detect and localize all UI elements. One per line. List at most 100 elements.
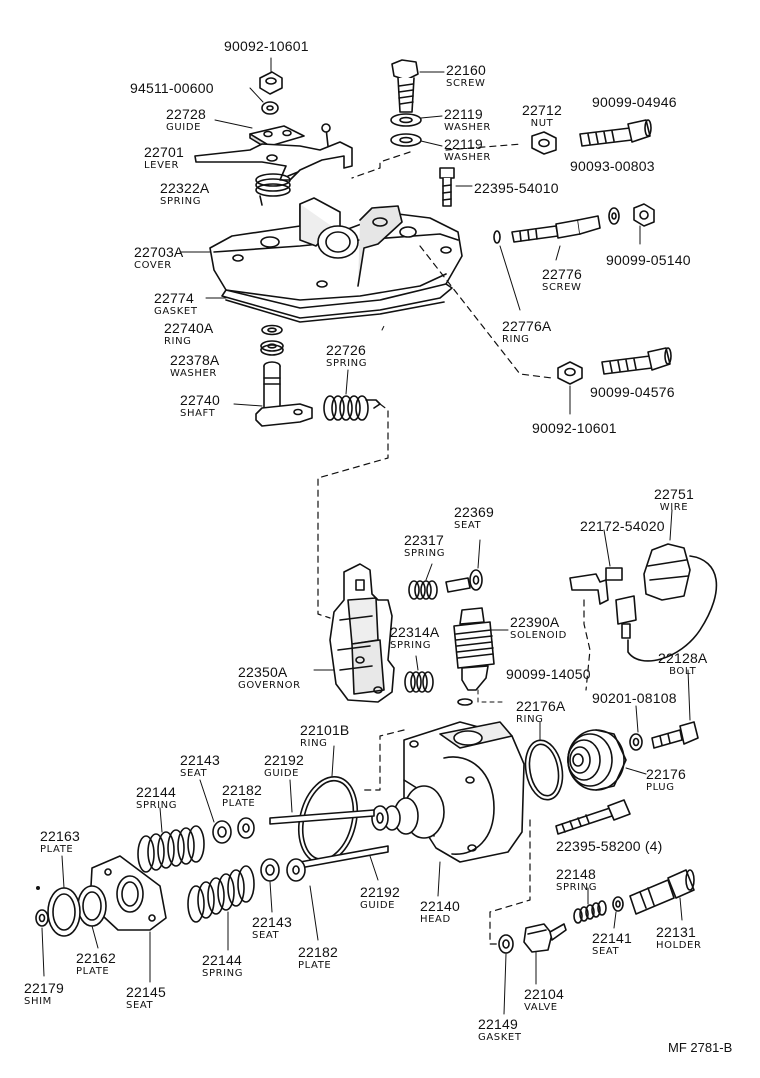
bracket-22172-drawing — [569, 529, 623, 605]
plug-22176-drawing — [567, 729, 647, 791]
callout-90092-10601-bottom: 90092-10601 — [532, 420, 617, 436]
cover-22703A-drawing — [179, 197, 463, 311]
part-name: SPRING — [326, 358, 368, 369]
part-name: COVER — [134, 260, 172, 271]
part-number: 22350A — [238, 664, 288, 680]
bolt-22128A-drawing — [651, 669, 699, 749]
part-number: 22119 — [444, 106, 483, 122]
washer-90201-drawing — [629, 705, 643, 751]
screw-90099-04576-drawing — [601, 347, 672, 375]
callout-90093-00803: 90093-00803 — [570, 158, 655, 174]
part-number: 90099-14050 — [506, 666, 591, 682]
part-name: WASHER — [170, 368, 217, 379]
part-number: 22395-58200 (4) — [556, 838, 663, 854]
part-name: VALVE — [524, 1002, 558, 1013]
callout-22378A: 22378A WASHER — [170, 352, 219, 379]
part-number: 22131 — [656, 924, 696, 940]
callout-90099-04576: 90099-04576 — [590, 384, 675, 400]
callout-94511-00600: 94511-00600 — [130, 80, 214, 96]
spring-22144a-drawing — [137, 807, 205, 873]
callout-22182-b: 22182 PLATE — [298, 944, 338, 971]
screw-22776-drawing — [493, 215, 601, 311]
part-number: 22740A — [164, 320, 214, 336]
part-name: PLATE — [222, 798, 256, 809]
part-name: WIRE — [659, 502, 689, 513]
callout-22740: 22740 SHAFT — [180, 392, 220, 419]
callout-22395-58200: 22395-58200 (4) — [556, 838, 663, 854]
callout-22144-a: 22144 SPRING — [136, 784, 177, 811]
callout-22143-b: 22143 SEAT — [252, 914, 292, 941]
seat-22143a-drawing — [199, 779, 232, 844]
shaft-22740-drawing — [233, 361, 313, 427]
spring-22726-drawing — [323, 369, 381, 421]
part-number: 90093-00803 — [570, 158, 655, 174]
part-name: LEVER — [144, 160, 179, 171]
plate-22182a-drawing — [237, 817, 255, 839]
callout-22144-b: 22144 SPRING — [202, 952, 243, 979]
part-name: HOLDER — [656, 940, 702, 951]
part-name: SEAT — [454, 520, 482, 531]
part-name: GUIDE — [264, 768, 300, 779]
washer-90093-drawing — [608, 207, 620, 225]
ring-22176A-drawing — [524, 721, 564, 801]
part-number: 22128A — [658, 650, 708, 666]
part-name: RING — [300, 738, 328, 749]
part-number: 22378A — [170, 352, 220, 368]
callout-22776A: 22776A RING — [502, 318, 551, 345]
solenoid-22390A-drawing — [453, 607, 509, 706]
part-name: SPRING — [160, 196, 202, 207]
part-number: 22143 — [180, 752, 220, 768]
part-name: SEAT — [126, 1000, 154, 1011]
callout-22149: 22149 GASKET — [478, 1016, 522, 1043]
part-name: SPRING — [202, 968, 244, 979]
part-name: SHAFT — [180, 408, 216, 419]
callout-22192-b: 22192 GUIDE — [360, 884, 400, 911]
callout-22141: 22141 SEAT — [592, 930, 632, 957]
part-name: SPRING — [404, 548, 446, 559]
plate-22182b-drawing — [286, 858, 319, 941]
part-name: HEAD — [420, 914, 451, 925]
part-name: PLATE — [40, 844, 74, 855]
part-number: 22119 — [444, 136, 483, 152]
callout-22350A: 22350A GOVERNOR — [238, 664, 301, 691]
callout-90092-10601-top: 90092-10601 — [224, 38, 309, 54]
callout-90099-05140: 90099-05140 — [606, 252, 691, 268]
part-name: NUT — [530, 118, 554, 129]
callout-22176A: 22176A RING — [516, 698, 565, 725]
part-number: 22162 — [76, 950, 116, 966]
part-name: SEAT — [252, 930, 280, 941]
callout-22143-a: 22143 SEAT — [180, 752, 220, 779]
callout-22703A: 22703A COVER — [134, 244, 183, 271]
gasket-22774-drawing — [205, 283, 453, 323]
part-name: SEAT — [180, 768, 208, 779]
part-name: GASKET — [478, 1032, 522, 1043]
valve-22104-drawing — [523, 923, 567, 985]
callout-22140: 22140 HEAD — [420, 898, 460, 925]
screw-22160-drawing — [391, 59, 445, 113]
part-number: 22104 — [524, 986, 564, 1002]
callout-22314A: 22314A SPRING — [390, 624, 439, 651]
part-number: 22701 — [144, 144, 184, 160]
shim-22179-drawing — [35, 909, 49, 977]
part-number: 22141 — [592, 930, 632, 946]
part-number: 22395-54010 — [474, 180, 559, 196]
part-name: WASHER — [444, 122, 491, 133]
callout-22317: 22317 SPRING — [404, 532, 445, 559]
gasket-22149-drawing — [498, 934, 514, 1015]
seat-22143b-drawing — [260, 858, 280, 913]
part-number: 94511-00600 — [130, 80, 214, 96]
part-number: 22101B — [300, 722, 350, 738]
callout-22182-a: 22182 PLATE — [222, 782, 262, 809]
part-number: 22192 — [360, 884, 400, 900]
callout-22119-b: 22119 WASHER — [444, 136, 491, 163]
nut-90099-05140-drawing — [633, 203, 655, 245]
callout-90201-08108: 90201-08108 — [592, 690, 677, 706]
part-number: 22726 — [326, 342, 366, 358]
part-number: 22369 — [454, 504, 494, 520]
part-name: RING — [516, 714, 544, 725]
callout-22776: 22776 SCREW — [542, 266, 582, 293]
figure-code: MF 2781-B — [668, 1040, 733, 1055]
spring-22148-drawing — [573, 887, 607, 924]
callout-22322A: 22322A SPRING — [160, 180, 209, 207]
